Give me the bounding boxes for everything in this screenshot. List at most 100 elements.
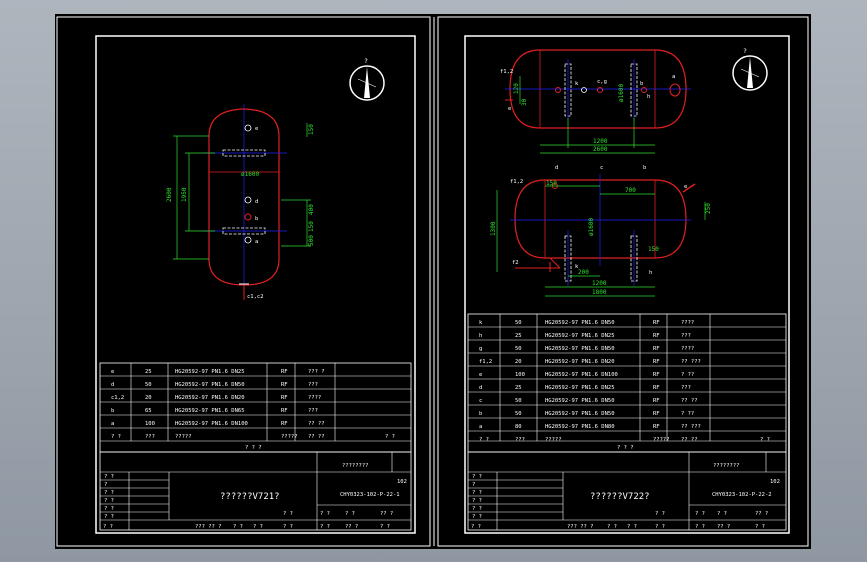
table-cell: RF: [653, 398, 660, 404]
dim-d2: 150: [308, 221, 315, 232]
left-sheet-no: 102: [397, 479, 407, 485]
table-header-cell: ? ?: [111, 434, 121, 440]
table-header-cell: ?????: [653, 437, 670, 443]
right-sheet-no: 102: [770, 479, 780, 485]
top-label-e: e: [508, 106, 511, 112]
table-header-cell: ???: [515, 437, 525, 443]
table-cell: ??? ?: [308, 369, 325, 375]
left-title-block: ? ??? ?? ?? ?? ?? ???? ?? ?? ?? ?? ?? ??…: [99, 451, 412, 531]
table-cell: ???: [681, 333, 691, 339]
table-cell: k: [479, 320, 483, 326]
title-bottom-cell: ??? ?? ?: [567, 524, 594, 530]
table-cell: HG20592-97 PN1.6 DN65: [175, 408, 245, 414]
bottom-dim-1200: 1200: [592, 280, 607, 287]
table-cell: HG20592-97 PN1.6 DN80: [545, 424, 615, 430]
table-cell: e: [111, 369, 114, 375]
table-cell: RF: [653, 385, 660, 391]
top-dim-30: 30: [521, 98, 528, 106]
horizontal-vessel-top: f1,2 e k c,g b h a ø1600 1200 2600 120 3…: [500, 49, 691, 154]
title-row-label: ? ?: [472, 514, 482, 520]
right-title-block: ? ??? ?? ?? ?? ?? ???? ?? ?? ?? ?? ?? ??…: [467, 451, 787, 531]
title-row-label: ? ?: [472, 506, 482, 512]
bottom-label-b: b: [643, 165, 646, 171]
table-header-cell: ? ?: [760, 437, 770, 443]
table-cell: 25: [515, 333, 522, 339]
table-cell: ????: [681, 346, 694, 352]
nozzle-label-b: b: [255, 216, 258, 222]
title-bottom-cell: ?? ?: [345, 524, 358, 530]
title-bottom-cell: ? ?: [695, 524, 705, 530]
bottom-label-f12: f1,2: [510, 179, 523, 185]
dim-top: 150: [308, 124, 315, 135]
table-cell: HG20592-97 PN1.6 DN100: [175, 421, 248, 427]
right-inner-border: [464, 35, 790, 534]
left-outer-border: [56, 16, 431, 547]
table-cell: ???: [681, 385, 691, 391]
north-mark-right: ?: [743, 47, 747, 55]
bottom-label-f2: f2: [512, 260, 519, 266]
horizontal-vessel-bottom: f1,2 d c b e k h f2 ø1600 150 700 250 13…: [490, 165, 712, 297]
table-cell: d: [111, 382, 114, 388]
table-cell: RF: [653, 372, 660, 378]
table-cell: e: [479, 372, 482, 378]
top-label-h: h: [647, 94, 650, 100]
title-mid-cell: ? ?: [345, 511, 355, 517]
table-cell: ? ??: [681, 411, 694, 417]
left-drawing-name: ??????V721?: [220, 492, 280, 502]
table-cell: b: [479, 411, 482, 417]
cad-viewport[interactable]: ? e d b a c1,c2 ø1600: [55, 14, 811, 549]
top-dim-120: 120: [513, 83, 520, 94]
title-mid-cell: ?? ?: [380, 511, 393, 517]
right-table-title: ? ? ?: [617, 445, 634, 451]
title-row-label: ? ?: [104, 490, 114, 496]
table-cell: 25: [515, 385, 522, 391]
table-cell: HG20592-97 PN1.6 DN50: [545, 411, 615, 417]
top-dim-2600: 2600: [593, 146, 608, 153]
right-sheet: ? f1,2 e k c,g b h a ø1600: [437, 16, 809, 547]
table-cell: ?? ??: [308, 421, 325, 427]
top-dim-1200: 1200: [593, 138, 608, 145]
table-cell: ?? ???: [681, 424, 701, 430]
table-cell: c: [479, 398, 482, 404]
bottom-dim-250: 250: [705, 203, 712, 214]
right-drawing-name: ??????V722?: [590, 492, 650, 502]
bottom-label-h: h: [649, 270, 652, 276]
title-row-label: ? ?: [104, 474, 114, 480]
north-mark: ?: [364, 57, 368, 65]
top-label-cg: c,g: [597, 79, 607, 85]
title-row-label: ? ?: [104, 506, 114, 512]
bottom-dim-diameter: ø1600: [588, 218, 595, 236]
table-cell: 20: [145, 395, 152, 401]
title-bottom-cell: ? ?: [380, 524, 390, 530]
bottom-dim-150b: 150: [648, 246, 659, 253]
left-table-title: ? ? ?: [245, 445, 262, 451]
nozzle-label-e: e: [255, 126, 258, 132]
right-company: ????????: [713, 463, 740, 469]
title-row-label: ? ?: [104, 498, 114, 504]
table-cell: 100: [515, 372, 525, 378]
dim-d1: 400: [308, 204, 315, 215]
table-cell: HG20592-97 PN1.6 DN50: [545, 346, 615, 352]
table-cell: h: [479, 333, 482, 339]
title-bottom-cell: ? ?: [627, 524, 637, 530]
left-sheet: ? e d b a c1,c2 ø1600: [56, 16, 431, 547]
nozzle-label-c: c1,c2: [247, 294, 264, 300]
table-cell: ???: [308, 382, 318, 388]
table-cell: 50: [515, 411, 522, 417]
title-bottom-cell: ??? ?? ?: [195, 524, 222, 530]
bottom-dim-1300: 1300: [490, 221, 497, 236]
top-label-a: a: [672, 74, 675, 80]
table-cell: HG20592-97 PN1.6 DN25: [175, 369, 245, 375]
table-cell: RF: [653, 333, 660, 339]
table-cell: ?? ??: [681, 398, 698, 404]
table-header-cell: ?? ??: [681, 437, 698, 443]
bottom-label-d: d: [555, 165, 558, 171]
title-bottom-cell: ? ?: [320, 524, 330, 530]
dim-total-height: 2600: [166, 187, 173, 202]
table-cell: RF: [281, 369, 288, 375]
bottom-label-c: c: [600, 165, 603, 171]
title-mid-cell: ? ?: [283, 511, 293, 517]
nozzle-label-d: d: [255, 199, 258, 205]
table-cell: 50: [515, 398, 522, 404]
